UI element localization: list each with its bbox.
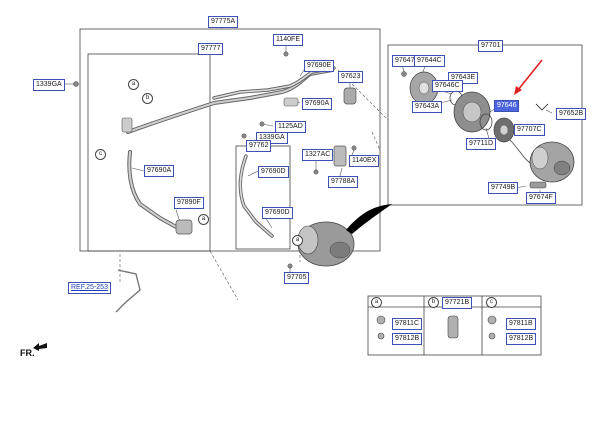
legend-label-97812b-a[interactable]: 97812B	[392, 333, 423, 345]
leader-97788a	[339, 167, 343, 177]
part-label-97690d-top[interactable]: 97690D	[258, 166, 289, 178]
part-label-97646c[interactable]: 97646C	[432, 80, 463, 92]
callout-a-hose: a	[198, 214, 209, 225]
legend-label-97811b[interactable]: 97811B	[506, 318, 536, 330]
sensor-97674f	[529, 181, 547, 189]
part-label-97674f[interactable]: 97674F	[526, 192, 556, 204]
dashed-line-5	[371, 131, 381, 151]
compressor-left	[297, 221, 355, 267]
part-label-97690e[interactable]: 97690E	[304, 60, 335, 72]
legend-callout-c: c	[486, 297, 497, 308]
part-label-1140fe[interactable]: 1140FE	[273, 34, 303, 46]
part-label-97711d[interactable]: 97711D	[466, 138, 497, 150]
assembly-frame-97775a	[79, 28, 381, 252]
pipe-97690d	[238, 154, 274, 238]
part-label-97652b[interactable]: 97652B	[556, 108, 587, 120]
fitting-97623	[343, 87, 357, 105]
legend-label-97721b[interactable]: 97721B	[442, 297, 473, 309]
part-label-97705[interactable]: 97705	[284, 272, 310, 284]
part-label-97646-highlighted[interactable]: 97646	[494, 100, 520, 112]
part-label-1327ac[interactable]: 1327AC	[302, 149, 334, 161]
clutch-parts	[409, 71, 549, 168]
part-label-1140ex[interactable]: 1140EX	[349, 155, 380, 167]
assembly-frame-97777	[87, 53, 211, 252]
part-label-97643a[interactable]: 97643A	[412, 101, 443, 113]
part-label-97775a[interactable]: 97775A	[208, 16, 239, 28]
leader-97690d-top	[247, 170, 259, 177]
pipe-97690a-long	[127, 150, 180, 230]
part-label-97762[interactable]: 97762	[246, 140, 272, 152]
callout-a-compressor: a	[292, 235, 303, 246]
leader-97690e	[299, 69, 305, 77]
fitting-97890f	[175, 219, 193, 235]
pointer-wedge	[346, 204, 392, 234]
legend-label-97812b-c[interactable]: 97812B	[506, 333, 537, 345]
part-label-1339ga-left[interactable]: 1339GA	[33, 79, 65, 91]
legend-callout-a: a	[371, 297, 382, 308]
callout-c-left: c	[95, 149, 106, 160]
clamp-97690a	[283, 97, 299, 107]
port-fitting-left	[121, 117, 133, 133]
bracket-97788a	[333, 145, 347, 167]
part-label-97644c[interactable]: 97644C	[414, 55, 445, 67]
leader-97652b	[545, 109, 553, 114]
legend-callout-b: b	[428, 297, 439, 308]
legend-label-97811c[interactable]: 97811C	[392, 318, 423, 330]
red-pointer-arrow	[517, 59, 543, 91]
part-label-97707c[interactable]: 97707C	[514, 124, 545, 136]
red-pointer-arrowhead	[514, 86, 522, 95]
legend-icons	[376, 315, 497, 340]
part-label-97690a-mid[interactable]: 97690A	[144, 165, 175, 177]
part-label-97623[interactable]: 97623	[338, 71, 364, 83]
mount-bracket	[115, 269, 141, 313]
part-label-97701[interactable]: 97701	[478, 40, 504, 52]
dashed-line-3	[209, 250, 239, 301]
pipe-97690e	[212, 66, 336, 100]
callout-a-top: a	[128, 79, 139, 90]
legend-table	[367, 295, 542, 356]
reference-link-25-253[interactable]: REF.25-253	[68, 282, 111, 294]
front-arrow-icon	[33, 343, 47, 351]
compressor-right	[529, 141, 575, 183]
part-label-97690a-top[interactable]: 97690A	[302, 98, 333, 110]
part-label-97777[interactable]: 97777	[198, 43, 224, 55]
part-label-97690d-bot[interactable]: 97690D	[262, 207, 293, 219]
front-indicator: FR.	[20, 348, 35, 358]
part-label-97788a[interactable]: 97788A	[328, 176, 359, 188]
callout-b-top: b	[142, 93, 153, 104]
part-label-97890f[interactable]: 97890F	[174, 197, 204, 209]
leader-97690a-mid	[131, 167, 145, 172]
bolts	[73, 51, 407, 269]
part-label-1125ad[interactable]: 1125AD	[275, 121, 306, 133]
part-label-97749b[interactable]: 97749B	[488, 182, 519, 194]
